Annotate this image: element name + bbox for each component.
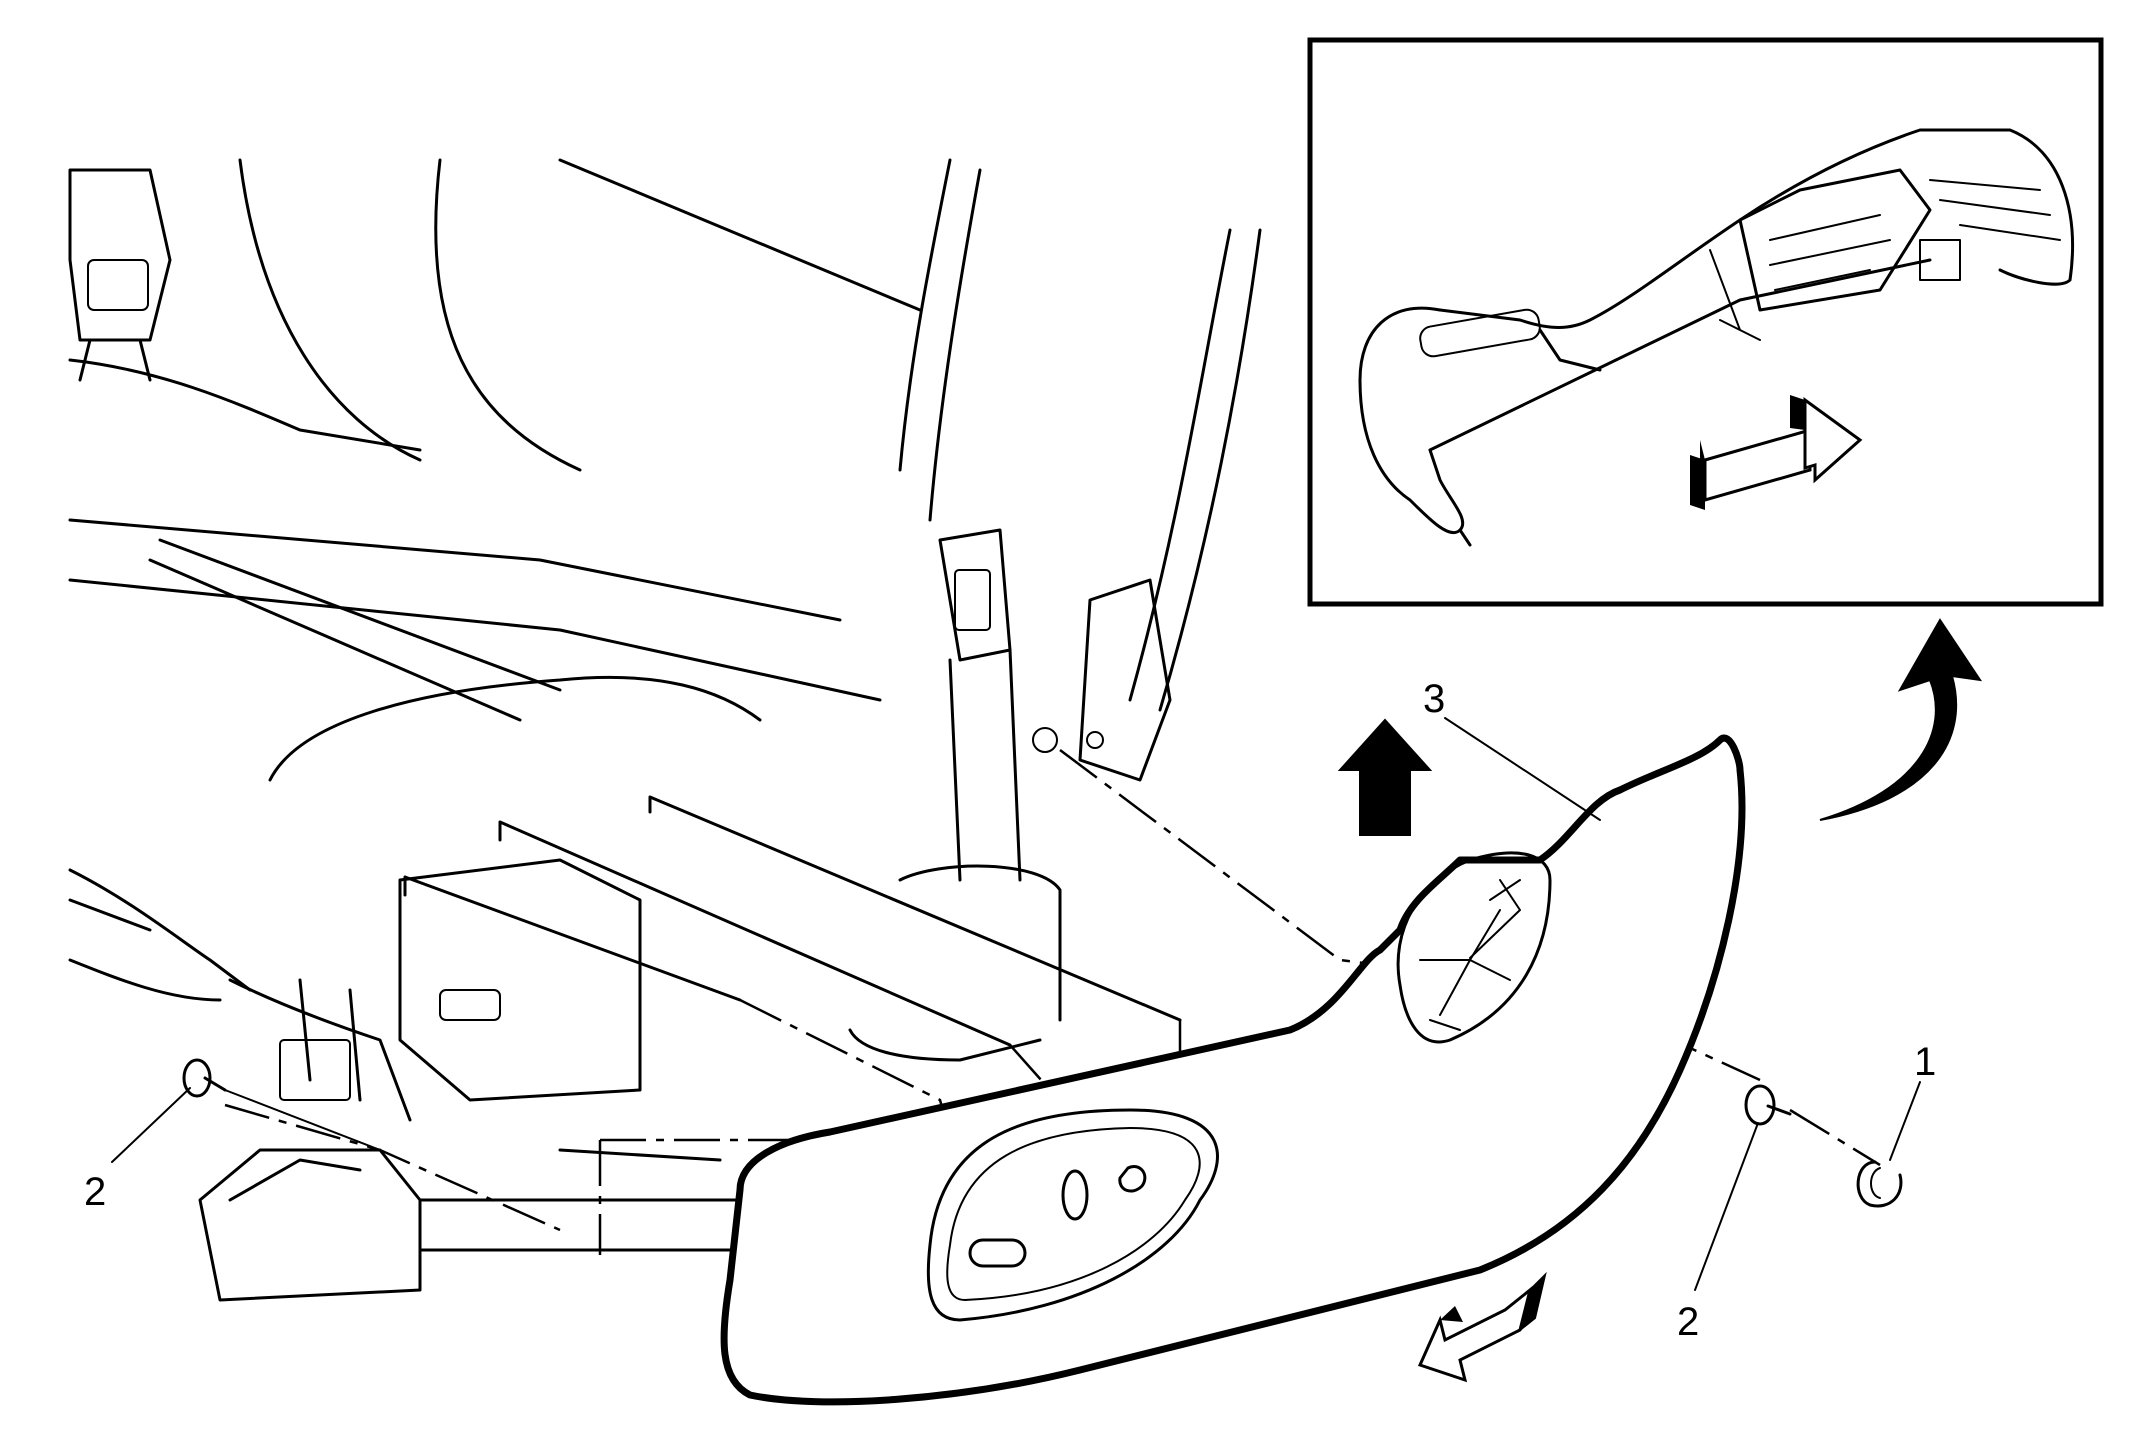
seat-side-panel — [720, 734, 1746, 1406]
curved-arrow-up-icon — [1819, 618, 1983, 821]
seat-assembly — [68, 158, 1262, 1302]
arrow-right-icon — [1690, 395, 1863, 510]
callout-1: 1 — [1914, 1040, 1936, 1084]
callout-2-left: 2 — [84, 1170, 106, 1214]
callout-3: 3 — [1423, 677, 1445, 721]
pushpin-retainer-right — [1744, 1084, 1792, 1126]
pushpin-retainer-left — [182, 1058, 381, 1151]
leader-lines — [111, 717, 1921, 1291]
trim-cover-clip — [1856, 1160, 1903, 1208]
arrow-down-left-icon — [1417, 1271, 1547, 1383]
fasteners — [182, 1058, 1903, 1208]
callout-2-right: 2 — [1677, 1300, 1699, 1344]
inset-detail — [1307, 37, 2104, 607]
arrow-up-icon — [1337, 718, 1433, 836]
